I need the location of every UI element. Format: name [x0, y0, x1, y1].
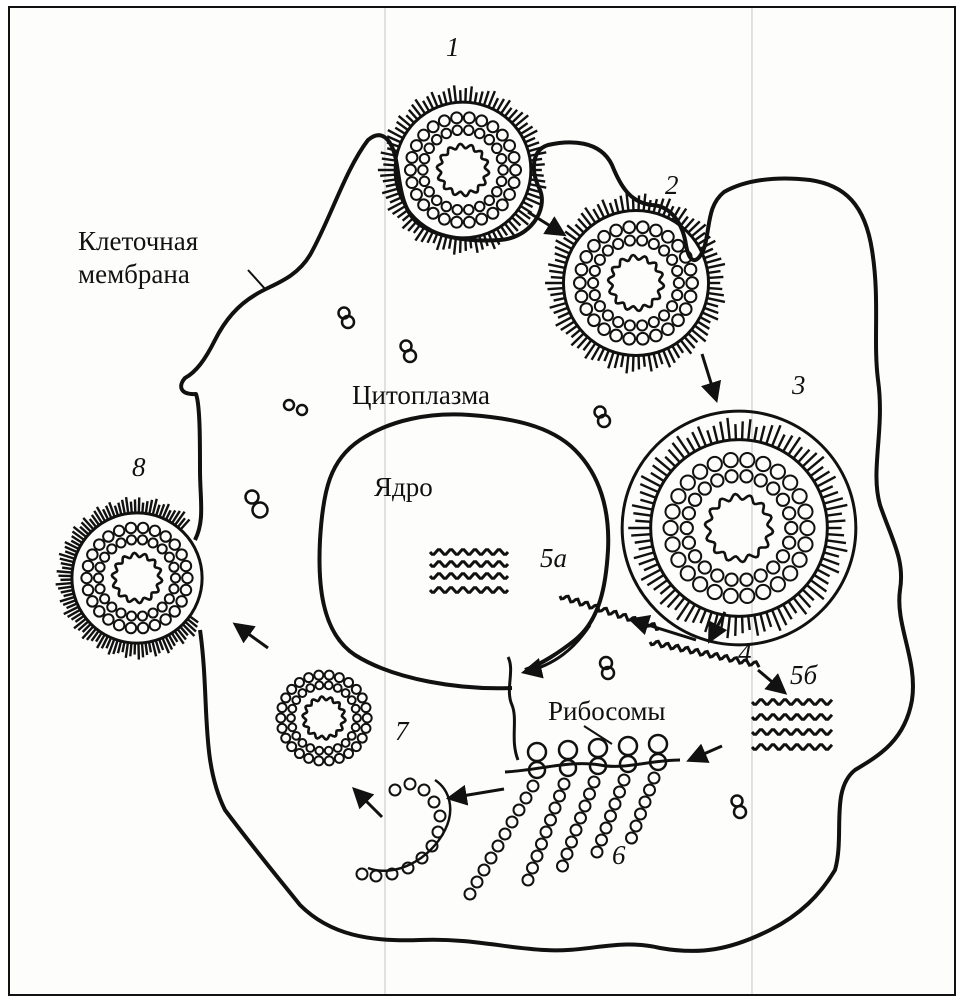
- stage-4-label: 4: [738, 638, 752, 668]
- polysome-ribosomes: [528, 735, 667, 778]
- stage-2-label: 2: [665, 170, 679, 200]
- ribosomes-pointer-line: [584, 726, 612, 744]
- arrow-7-to-8: [236, 625, 268, 648]
- capsid-fragment: [357, 779, 451, 882]
- stage-1-label: 1: [446, 32, 460, 62]
- arrow-5b-to-ribosomes: [690, 746, 722, 760]
- nucleus-label: Ядро: [374, 472, 433, 502]
- stage-8-label: 8: [132, 452, 146, 482]
- ribosomes-label: Рибосомы: [548, 696, 666, 726]
- process-arrows: [236, 212, 784, 817]
- strand-from-nucleus: [508, 657, 518, 760]
- virion-stage-1: [378, 85, 546, 254]
- stage-7-label: 7: [395, 716, 410, 746]
- arrow-proteins-to-assembly: [450, 789, 504, 798]
- arrow-2-to-3: [702, 354, 716, 399]
- virion-stage-2: [545, 193, 725, 374]
- membrane-pointer-line: [248, 270, 266, 290]
- stage-5b-label: 5б: [790, 660, 819, 690]
- arrow-4-to-5a: [632, 620, 696, 640]
- membrane-label-line2: мембрана: [78, 259, 190, 289]
- arrow-assembly-to-7: [355, 790, 382, 817]
- nucleic-acid-strands-5a: [430, 550, 508, 592]
- virion-stage-8: [56, 497, 202, 659]
- cytoplasm-label: Цитоплазма: [352, 380, 490, 410]
- stage-3-label: 3: [791, 370, 806, 400]
- stage-6-label: 6: [612, 840, 626, 870]
- nucleic-acid-strands-5b: [752, 700, 832, 749]
- stage-5a-label: 5а: [540, 543, 567, 573]
- membrane-label-line1: Клеточная: [78, 226, 198, 256]
- virion-stage-3: [622, 411, 856, 645]
- arrow-4-to-5b: [758, 670, 784, 692]
- virion-stage-7: [276, 671, 371, 766]
